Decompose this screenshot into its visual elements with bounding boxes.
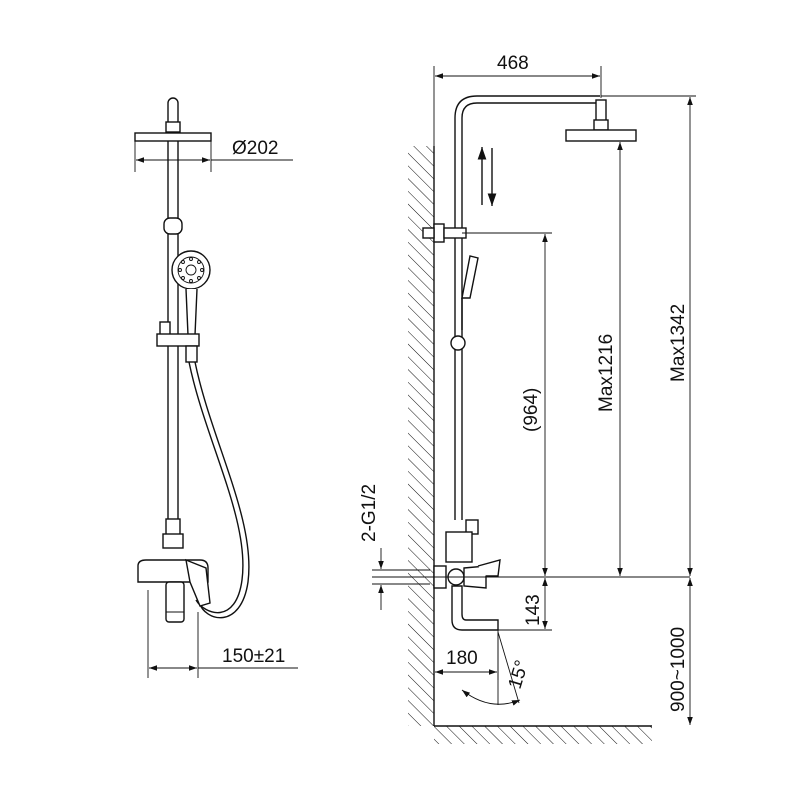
shower-arm-inner: [461, 102, 597, 119]
hose-line-2: [194, 361, 250, 619]
rain-head-front: [134, 132, 212, 142]
diverter-front: [165, 518, 181, 536]
side-view: 2-G1/2 468 (964) Max1216 Max1342 143 900…: [359, 53, 696, 744]
front-view: Ø202 150±21: [134, 97, 298, 678]
dim-max-head-height: Max1216: [596, 334, 617, 412]
dim-spout-reach: 180: [446, 648, 478, 669]
dim-head-diameter: Ø202: [232, 138, 278, 159]
shower-arm-outer: [454, 95, 600, 119]
dim-spout-angle: 15°: [505, 658, 533, 692]
dim-spout-to-inlet: 143: [523, 594, 544, 626]
angle-arc: [461, 689, 521, 706]
upper-bracket: [163, 217, 183, 235]
slide-holder: [156, 333, 200, 347]
top-nut: [165, 121, 181, 133]
mixer-lever-front: [185, 558, 211, 607]
spout-side: [451, 585, 499, 631]
hose-line-1: [188, 361, 244, 614]
dim-inlet-thread: 2-G1/2: [359, 484, 380, 542]
dim-arm-width: 468: [497, 53, 529, 74]
dim-inlet-spacing: 150±21: [222, 646, 285, 667]
floor-hatching: [434, 726, 652, 744]
mixer-lever-side: [477, 559, 501, 577]
dim-riser-height: (964): [521, 388, 542, 432]
dim-install-height: 900~1000: [668, 627, 689, 712]
rain-head-side: [565, 129, 637, 142]
wall-bracket: [433, 223, 445, 243]
dim-max-total-height: Max1342: [668, 304, 689, 382]
hand-shower-handle: [185, 288, 198, 336]
wall-hatching: [408, 146, 434, 726]
spout-front: [165, 581, 185, 623]
hand-shower-side: [461, 255, 479, 299]
slide-holder-side: [450, 335, 466, 351]
